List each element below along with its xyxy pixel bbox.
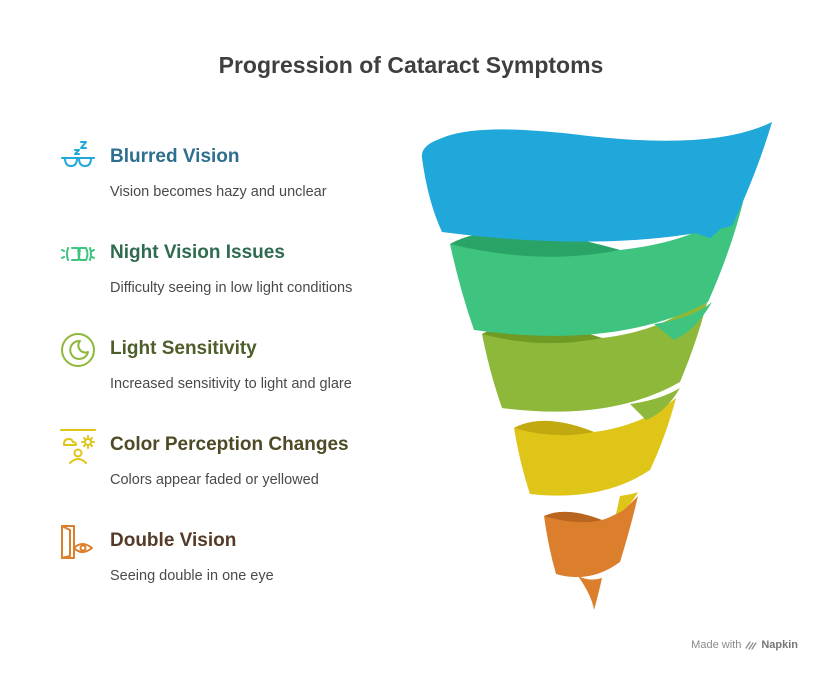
napkin-logo-icon <box>745 641 757 650</box>
funnel-tip <box>578 576 602 610</box>
watermark-brand: Napkin <box>761 639 798 651</box>
funnel-band-light-sensitivity <box>482 290 710 412</box>
symptom-description: Vision becomes hazy and unclear <box>110 184 327 200</box>
symptom-description: Difficulty seeing in low light condition… <box>110 280 353 296</box>
symptom-description: Colors appear faded or yellowed <box>110 472 319 488</box>
symptom-label: Color Perception Changes <box>110 434 349 455</box>
symptom-label: Blurred Vision <box>110 146 240 167</box>
symptom-label: Light Sensitivity <box>110 338 257 359</box>
watermark: Made with Napkin <box>691 639 798 651</box>
night-glasses-icon <box>61 247 95 261</box>
symptom-description: Seeing double in one eye <box>110 568 274 584</box>
funnel-band-blurred-vision <box>422 122 772 242</box>
symptom-label: Double Vision <box>110 530 237 551</box>
spiral-funnel <box>421 122 772 610</box>
door-eye-icon <box>61 525 93 559</box>
symptom-label: Night Vision Issues <box>110 242 285 263</box>
diagram-title: Progression of Cataract Symptoms <box>218 52 604 78</box>
sleepy-glasses-icon <box>61 141 95 167</box>
moon-circle-icon <box>61 333 95 367</box>
sun-person-icon <box>60 429 96 464</box>
symptom-description: Increased sensitivity to light and glare <box>110 376 352 392</box>
watermark-prefix: Made with <box>691 639 742 651</box>
